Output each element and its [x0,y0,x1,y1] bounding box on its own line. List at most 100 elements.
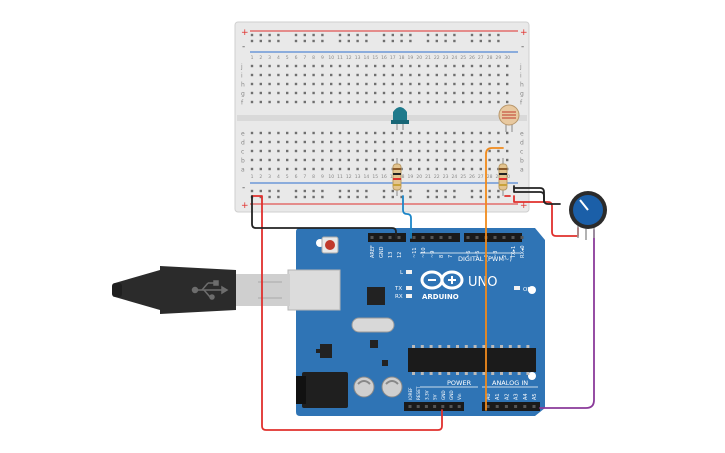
column-number: 4 [277,55,280,61]
hole [497,158,500,162]
rail-minus-top-right: - [521,42,524,52]
hole [374,100,377,104]
header-pin[interactable] [514,405,518,408]
header-pin[interactable] [424,405,428,408]
hole [409,73,412,77]
hole [479,149,482,153]
hole [435,131,438,135]
header-pin[interactable] [486,405,490,408]
hole [277,149,280,153]
column-number: 12 [346,174,352,180]
column-number: 16 [381,174,387,180]
photoresistor[interactable] [498,104,520,132]
hole [409,158,412,162]
hole [356,100,359,104]
header-pin[interactable] [439,236,443,239]
column-number: 2 [259,174,262,180]
hole [330,158,333,162]
usb-plug-metal [236,274,290,306]
hole [338,64,342,68]
column-number: 26 [469,174,475,180]
header-pin[interactable] [412,236,416,239]
hole [479,131,482,135]
rail-hole [250,189,254,193]
header-pin[interactable] [466,236,470,239]
reset-button-cap[interactable] [325,240,335,250]
hole [338,131,342,135]
header-pin[interactable] [504,405,508,408]
rail-hole [277,189,280,193]
hole [347,82,350,86]
digital-pin-label: 7 [448,255,454,258]
hole [426,131,430,135]
wire-red-5v[interactable] [251,195,443,431]
hole [294,140,298,144]
header-pin[interactable] [511,236,515,239]
wire-red-pot[interactable] [513,195,579,237]
column-number: 12 [346,55,352,61]
hole [488,64,491,68]
hole [470,131,474,135]
column-number: 15 [372,174,378,180]
hole [400,167,403,171]
header-pin[interactable] [416,405,420,408]
hole [418,167,421,171]
hole [462,64,465,68]
wire-orange-a0[interactable] [485,147,504,411]
hole [382,91,386,95]
rail-plus-top-left: + [241,28,249,38]
wire-black-gnd[interactable] [251,195,397,239]
header-pin[interactable] [441,405,445,408]
header-pin[interactable] [421,236,425,239]
wire-blue-pin12[interactable] [402,195,412,239]
header-pin[interactable] [520,236,524,239]
header-pin[interactable] [532,405,536,408]
hole [453,158,456,162]
hole [497,149,500,153]
header-pin[interactable] [408,405,412,408]
header-pin[interactable] [388,236,392,239]
smd-component [382,360,388,366]
column-number: 8 [312,174,315,180]
hole [303,64,306,68]
header-pin[interactable] [457,405,461,408]
hole [479,140,482,144]
resistor-body[interactable] [392,163,402,191]
hole [426,100,430,104]
rail-hole [338,39,342,43]
led-bulb[interactable] [393,107,407,122]
header-pin[interactable] [495,405,499,408]
header-pin[interactable] [379,236,383,239]
potentiometer[interactable] [569,191,607,240]
rail-hole [268,39,271,43]
rail-hole [382,195,386,199]
header-pin[interactable] [523,405,527,408]
led-component[interactable] [391,107,409,130]
hole [321,167,324,171]
resistor-led[interactable] [392,158,402,196]
header-pin[interactable] [433,405,437,408]
hole [374,140,377,144]
resistor-photoresistor[interactable] [498,158,508,196]
hole [347,73,350,77]
column-number: 13 [355,55,361,61]
hole [277,82,280,86]
header-pin[interactable] [502,236,506,239]
resistor-body[interactable] [498,163,508,191]
rail-hole [453,33,456,37]
header-pin[interactable] [397,236,401,239]
hole [321,91,324,95]
hole [418,149,421,153]
wire-purple-a5[interactable] [539,229,595,409]
digital-pin-label: 13 [388,252,394,258]
header-pin[interactable] [448,236,452,239]
header-pin[interactable] [493,236,497,239]
header-pin[interactable] [430,236,434,239]
header-pin[interactable] [370,236,374,239]
header-pin[interactable] [449,405,453,408]
hole [277,91,280,95]
header-pin[interactable] [475,236,479,239]
hole [330,73,333,77]
hole [391,100,394,104]
